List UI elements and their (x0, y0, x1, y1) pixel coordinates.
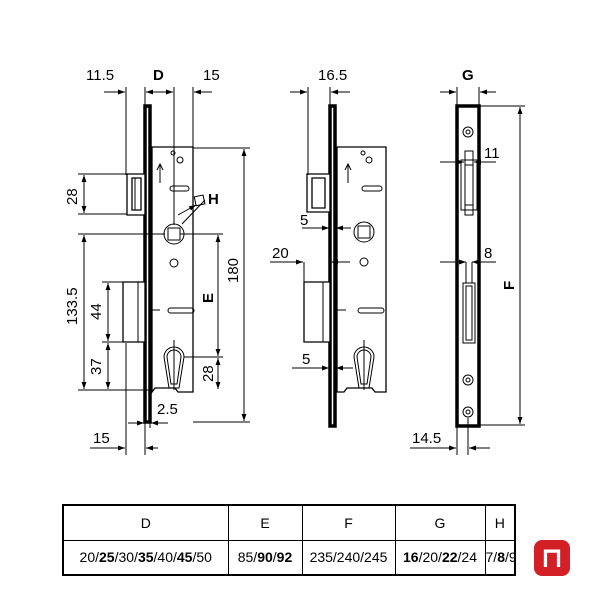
side-cylinder-hole (353, 346, 375, 389)
values-D: 20/25/30/35/40/45/50 (62, 539, 229, 576)
dim-16-5-label: 16.5 (318, 67, 347, 84)
dim-11-label: 11 (484, 145, 500, 162)
dim-14-5-label: 14.5 (412, 430, 441, 447)
dim-15-bottom-label: 15 (93, 430, 110, 447)
dim-133-5-label: 133.5 (64, 287, 81, 325)
dim-15-top-label: 15 (203, 67, 220, 84)
front-lock-case (151, 146, 194, 394)
side-faceplate (328, 104, 337, 428)
header-H: H (484, 504, 516, 541)
front-faceplate (143, 104, 152, 424)
values-E: 85/90/92 (227, 539, 303, 576)
side-lock-case (336, 146, 387, 393)
front-deadbolt (122, 281, 146, 343)
dim-20-label: 20 (272, 245, 289, 262)
tube-brand-icon: ⊓ (540, 541, 564, 574)
dim-180-label: 180 (225, 258, 242, 283)
spec-table: D E F G H 20/25/30/35/40/45/50 85/90/92 … (62, 504, 517, 576)
dim-11-5-label: 11.5 (86, 67, 114, 84)
dim-5-bottom-label: 5 (302, 351, 310, 368)
dim-H-label: H (208, 191, 219, 208)
edge-bolt-slot (462, 282, 476, 344)
dim-28-bottom-label: 28 (200, 365, 217, 382)
front-cylinder-hole (163, 346, 185, 389)
header-E: E (227, 504, 303, 541)
dim-D-label: D (153, 67, 164, 84)
header-G: G (394, 504, 486, 541)
edge-screw-bottom (462, 406, 474, 418)
spec-values-row: 20/25/30/35/40/45/50 85/90/92 235/240/24… (62, 539, 517, 576)
edge-screw-mid (462, 374, 474, 386)
dim-G-label: G (462, 67, 474, 84)
lock-technical-drawing: 11.5 D 15 28 H 133.5 44 37 E 180 28 2.5 … (64, 67, 525, 455)
dim-F-label: F (501, 281, 518, 290)
dim-E-label: E (200, 293, 217, 303)
values-F: 235/240/245 (301, 539, 396, 576)
side-follower (353, 221, 375, 243)
spec-header-row: D E F G H (62, 504, 516, 541)
dim-5-top-label: 5 (300, 212, 308, 229)
brand-logo-icon: ⊓ (534, 540, 570, 576)
dim-28-top-label: 28 (64, 188, 81, 205)
front-view: 11.5 D 15 28 H 133.5 44 37 E 180 28 2.5 … (64, 67, 250, 455)
front-latch (126, 173, 146, 216)
dim-37-label: 37 (88, 358, 105, 375)
values-H: 7/8/9 (484, 539, 517, 576)
edge-view: G 11 8 F 14.5 (410, 67, 525, 455)
header-F: F (301, 504, 396, 541)
edge-screw-top (462, 126, 474, 138)
side-view: 16.5 5 20 5 (270, 67, 387, 428)
header-D: D (62, 504, 229, 541)
side-latch (306, 173, 331, 213)
dim-44-label: 44 (88, 303, 105, 320)
dim-2-5-label: 2.5 (157, 401, 178, 418)
values-G: 16/20/22/24 (394, 539, 486, 576)
dim-8-label: 8 (484, 245, 492, 262)
side-deadbolt (303, 281, 331, 343)
